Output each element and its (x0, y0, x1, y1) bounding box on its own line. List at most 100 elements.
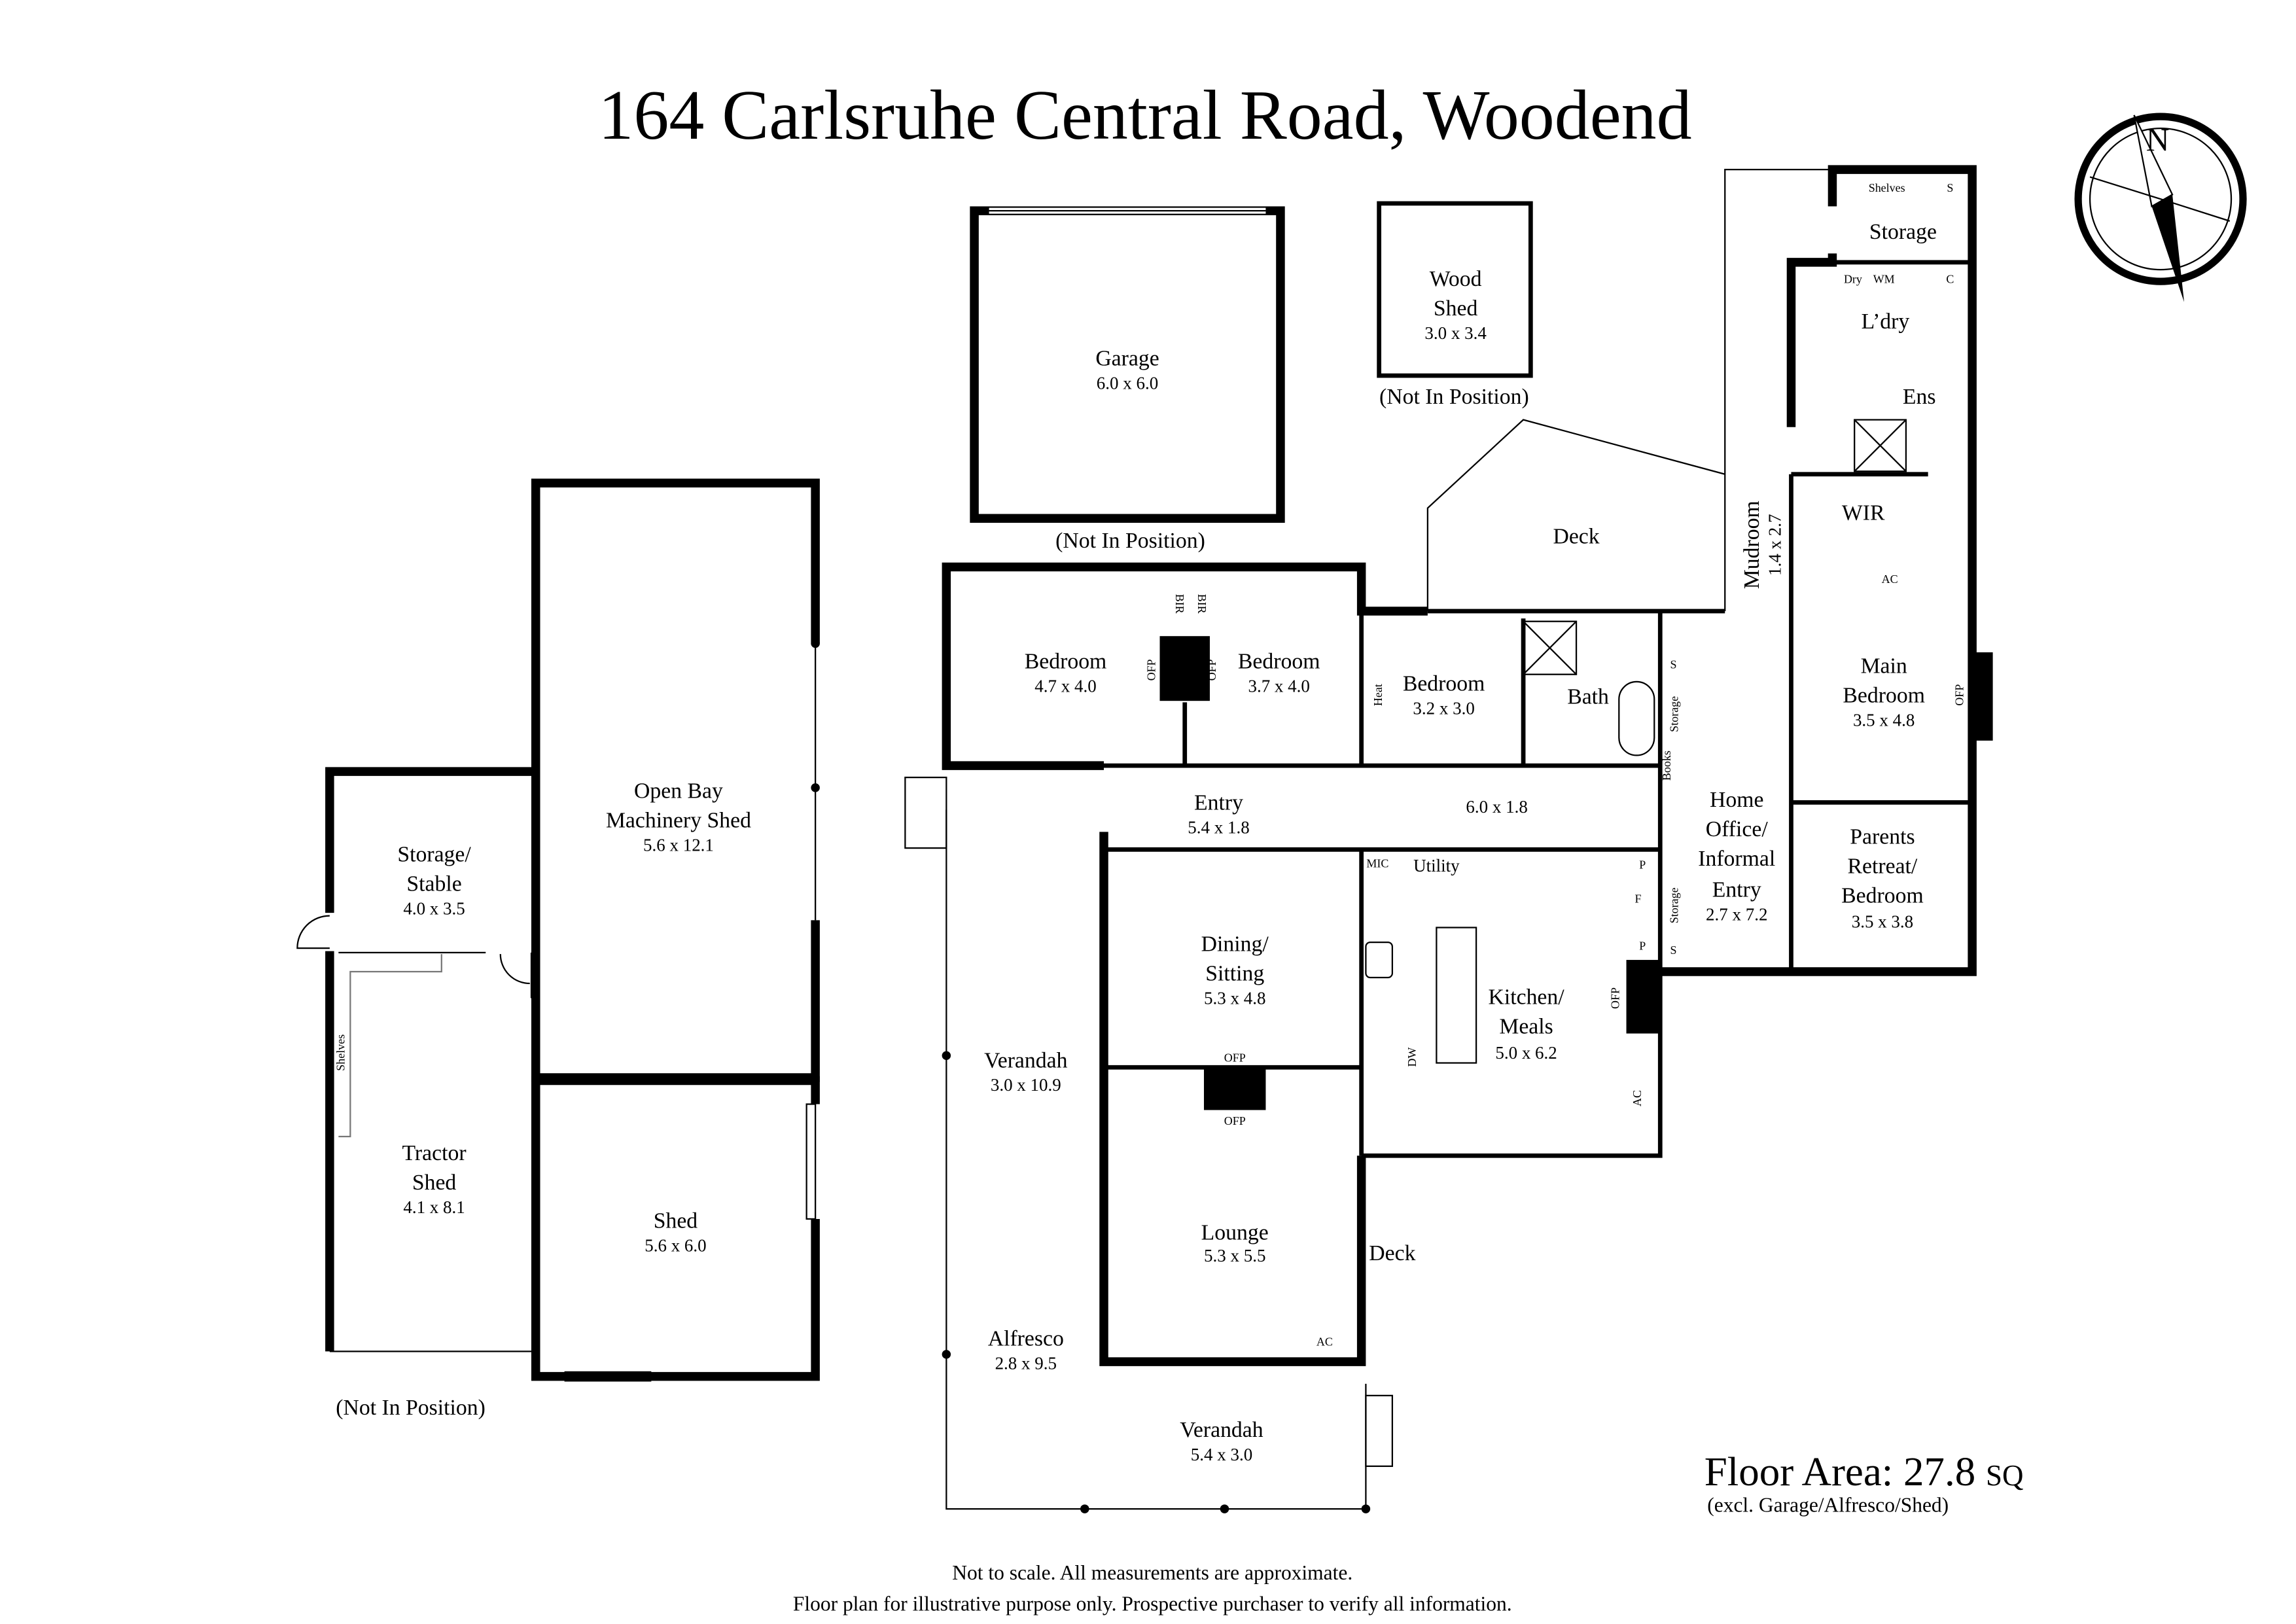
home-office-label-3: Informal (1698, 847, 1775, 871)
home-office-s-label: S (1670, 658, 1677, 671)
floor-area-unit: SQ (1986, 1459, 2024, 1492)
left-outbuildings-note: (Not In Position) (336, 1396, 486, 1420)
wood-shed-dims: 3.0 x 3.4 (1424, 323, 1487, 343)
disclaimer-line-2: Floor plan for illustrative purpose only… (793, 1592, 1512, 1615)
lounge-ofp-label: OFP (1224, 1114, 1246, 1127)
verandah-bottom-label: Verandah (1180, 1418, 1263, 1442)
dining-ofp-label: OFP (1224, 1051, 1246, 1064)
wood-shed-note: (Not In Position) (1379, 385, 1529, 409)
home-office-label-1: Home (1710, 788, 1763, 812)
parents-retreat-label-2: Retreat/ (1848, 854, 1918, 878)
kitchen-s-label: S (1670, 944, 1677, 957)
wood-shed-label-1: Wood (1430, 267, 1482, 291)
compass-icon: N (2074, 113, 2247, 302)
verandah-bottom-dims: 5.4 x 3.0 (1191, 1445, 1252, 1464)
storage-shelves-label: Shelves (1869, 181, 1905, 194)
dining-label-2: Sitting (1205, 962, 1264, 986)
ensuite-label: Ens (1903, 385, 1936, 409)
kitchen-dims: 5.0 x 6.2 (1495, 1043, 1557, 1063)
bath-label: Bath (1567, 685, 1609, 709)
home-office-label-4: Entry (1712, 877, 1761, 902)
alfresco-dims: 2.8 x 9.5 (995, 1353, 1057, 1373)
fridge-label: F (1635, 892, 1642, 905)
tractor-shed-dims: 4.1 x 8.1 (403, 1197, 465, 1217)
storage-stable: Storage/ Stable 4.0 x 3.5 (296, 767, 535, 998)
alfresco-label: Alfresco (988, 1326, 1064, 1350)
kitchen-ofp-label: OFP (1608, 987, 1621, 1009)
machinery-shed: Open Bay Machinery Shed 5.6 x 12.1 (531, 478, 820, 1082)
lounge-label: Lounge (1201, 1220, 1269, 1244)
home-office-label-2: Office/ (1706, 817, 1769, 841)
storage-stable-label-2: Stable (406, 872, 461, 896)
kitchen-label-1: Kitchen/ (1488, 985, 1564, 1010)
machinery-shed-label-1: Open Bay (634, 779, 723, 803)
tractor-shed: Shelves Tractor Shed 4.1 x 8.1 (325, 951, 533, 1352)
parents-retreat-dims: 3.5 x 3.8 (1852, 912, 1913, 932)
wir-ac-label: AC (1882, 573, 1898, 586)
bir-1-label: BIR (1173, 594, 1186, 614)
compass-north-label: N (2146, 122, 2170, 158)
bedroom-1-dims: 4.7 x 4.0 (1034, 677, 1096, 696)
storage-s-label: S (1947, 181, 1953, 194)
garage-note: (Not In Position) (1055, 529, 1205, 553)
kitchen-storage-label: Storage (1667, 887, 1680, 923)
house-walls (904, 165, 1993, 1513)
parents-retreat-label-3: Bedroom (1841, 883, 1924, 908)
heat-label: Heat (1371, 684, 1385, 706)
entry-dims: 5.4 x 1.8 (1188, 818, 1249, 838)
storage-stable-label-1: Storage/ (397, 842, 471, 866)
home-office-storage-label: Storage (1667, 696, 1680, 732)
hall-dims: 6.0 x 1.8 (1466, 797, 1527, 817)
mudroom-dims: 1.4 x 2.7 (1765, 514, 1785, 576)
shed: Shed 5.6 x 6.0 (531, 1076, 820, 1382)
bedroom-2-label: Bedroom (1238, 650, 1320, 674)
pantry-1-label: P (1639, 858, 1646, 872)
tractor-shed-label-2: Shed (412, 1171, 457, 1195)
entry-label: Entry (1194, 791, 1243, 815)
shed-dims: 5.6 x 6.0 (645, 1235, 706, 1255)
utility-label: Utility (1413, 856, 1460, 875)
machinery-shed-dims: 5.6 x 12.1 (643, 836, 714, 855)
home-office-books-label: Books (1660, 750, 1673, 781)
garage-label: Garage (1095, 346, 1159, 370)
tractor-shed-label-1: Tractor (402, 1141, 467, 1165)
deck-small-label: Deck (1369, 1241, 1415, 1265)
parents-retreat-label-1: Parents (1850, 824, 1915, 849)
floor-area-value: Floor Area: 27.8 (1704, 1449, 1975, 1494)
main-bedroom-ofp: OFP (1953, 684, 1966, 706)
main-bedroom-label-1: Main (1861, 654, 1907, 678)
garage-dims: 6.0 x 6.0 (1097, 373, 1158, 393)
laundry-wm-label: WM (1873, 272, 1895, 285)
kitchen-label-2: Meals (1499, 1015, 1553, 1039)
bedroom-1-label: Bedroom (1025, 650, 1107, 674)
ofp-1-label: OFP (1145, 659, 1158, 680)
main-bedroom-label-2: Bedroom (1843, 683, 1925, 707)
bedroom-2-dims: 3.7 x 4.0 (1248, 677, 1309, 696)
deck-label: Deck (1553, 524, 1599, 548)
garage: Garage 6.0 x 6.0 (Not In Position) (970, 206, 1285, 553)
storage-label: Storage (1869, 220, 1937, 244)
lounge-dims: 5.3 x 5.5 (1204, 1246, 1265, 1265)
floor-area-label: Floor Area: 27.8 SQ (1704, 1449, 2024, 1494)
laundry-c-label: C (1946, 272, 1954, 285)
wood-shed: Wood Shed 3.0 x 3.4 (Not In Position) (1377, 201, 1533, 409)
verandah-left-label: Verandah (984, 1048, 1068, 1072)
floor-area-note: (excl. Garage/Alfresco/Shed) (1707, 1494, 1949, 1517)
dining-dims: 5.3 x 4.8 (1204, 989, 1265, 1008)
dw-label: DW (1405, 1048, 1419, 1067)
laundry-dry-label: Dry (1844, 272, 1862, 285)
shed-label: Shed (654, 1209, 698, 1233)
bedroom-3-label: Bedroom (1403, 671, 1485, 696)
bedroom-3-dims: 3.2 x 3.0 (1413, 698, 1474, 718)
mic-label: MIC (1366, 856, 1388, 870)
kitchen-ac-label: AC (1631, 1090, 1644, 1106)
storage-stable-dims: 4.0 x 3.5 (403, 898, 465, 918)
tractor-shed-shelves: Shelves (334, 1034, 347, 1071)
plan-title: 164 Carlsruhe Central Road, Woodend (598, 77, 1691, 154)
room-labels: Bedroom 4.7 x 4.0 Bedroom 3.7 x 4.0 BIR … (984, 181, 1966, 1464)
lounge-ac-label: AC (1316, 1335, 1333, 1348)
ofp-2-label: OFP (1205, 659, 1218, 680)
machinery-shed-label-2: Machinery Shed (606, 809, 751, 833)
laundry-label: L’dry (1862, 309, 1910, 334)
